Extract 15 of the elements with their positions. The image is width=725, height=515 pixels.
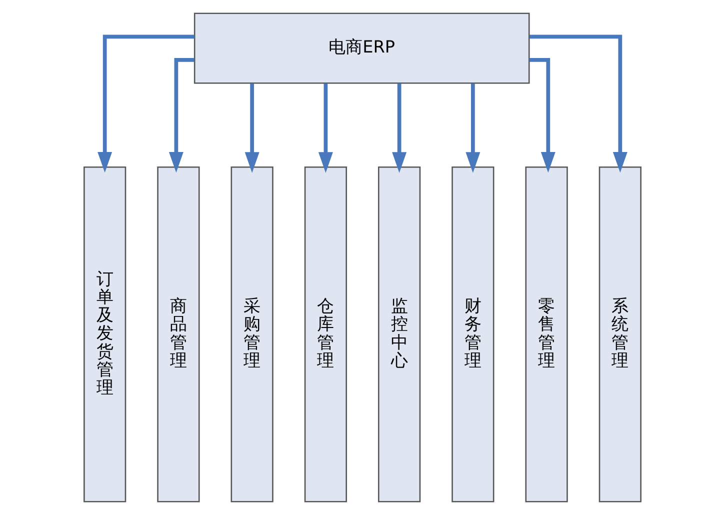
arrow [318, 83, 333, 173]
node-box: 仓库管理 [304, 166, 347, 502]
node-box: 电商ERP [194, 12, 530, 84]
node-box: 订单及发货管理 [84, 166, 126, 502]
node-box: 系统管理 [598, 166, 642, 502]
arrow [466, 83, 480, 173]
node-box: 商品管理 [157, 166, 200, 502]
arrow [392, 83, 407, 173]
arrow [98, 34, 194, 173]
node-box: 监控中心 [378, 166, 421, 502]
node-box: 零售管理 [525, 166, 568, 502]
node-box: 财务管理 [452, 166, 494, 502]
arrow [244, 83, 260, 173]
arrow [529, 34, 628, 173]
node-box: 采购管理 [230, 166, 274, 502]
